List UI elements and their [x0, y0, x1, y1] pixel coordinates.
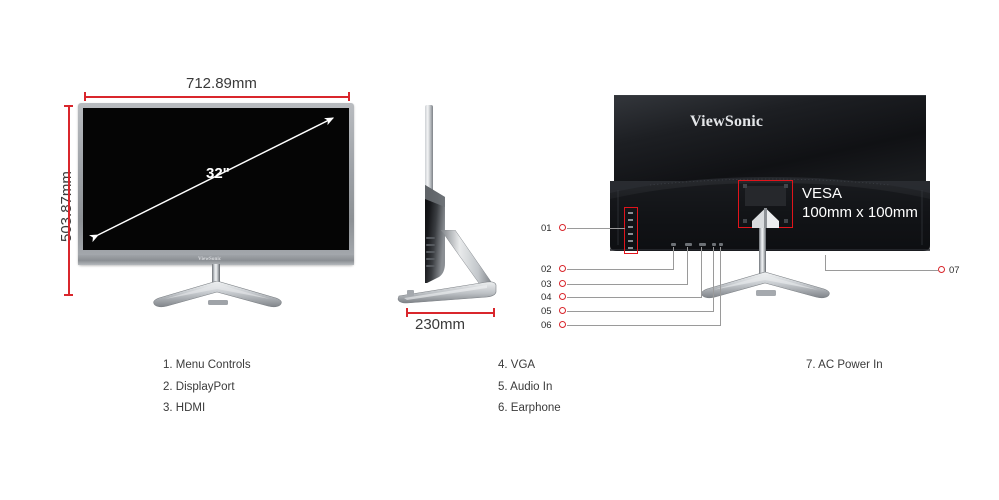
monitor-front-bezel: ViewSonic 32" — [78, 103, 354, 265]
port-hdmi — [685, 243, 692, 246]
dimension-cap-bottom — [64, 294, 73, 296]
menu-controls-highlight-box — [624, 207, 638, 254]
rear-stand-neck — [759, 228, 766, 283]
callout-leader-06-riser — [720, 247, 721, 325]
rear-brand-logo: ViewSonic — [690, 113, 764, 130]
callout-leader-03 — [567, 283, 688, 285]
callout-leader-05-riser — [713, 247, 714, 311]
depth-cap-left — [406, 308, 408, 317]
side-rear-bulge — [425, 185, 445, 283]
menu-button-mark — [628, 240, 633, 242]
callout-number-06: 06 — [541, 320, 552, 331]
depth-dimension-line — [406, 308, 495, 317]
callout-marker-05[interactable] — [559, 307, 566, 314]
port-earphone — [719, 243, 723, 246]
callout-marker-01[interactable] — [559, 224, 566, 231]
callout-number-03: 03 — [541, 279, 552, 290]
legend-item: 7. AC Power In — [806, 359, 883, 371]
callout-leader-04-riser — [701, 247, 702, 297]
menu-button-mark — [628, 212, 633, 214]
menu-button-mark — [628, 233, 633, 235]
callout-number-01: 01 — [541, 223, 552, 234]
front-stand-base — [153, 281, 282, 308]
callout-leader-03-riser — [687, 247, 688, 284]
callout-leader-01 — [567, 227, 625, 229]
dimension-cap-right — [348, 92, 350, 101]
callout-marker-07[interactable] — [938, 266, 945, 273]
legend-item: 2. DisplayPort — [163, 380, 235, 393]
callout-leader-07-riser — [825, 255, 826, 270]
menu-button-mark — [628, 219, 633, 221]
callout-number-07: 07 — [949, 265, 960, 276]
port-audio-in — [712, 243, 716, 246]
width-dimension-line — [84, 92, 350, 101]
callout-leader-05 — [567, 310, 714, 312]
menu-button-mark — [628, 226, 633, 228]
callout-marker-04[interactable] — [559, 293, 566, 300]
rear-view-group: ViewSonic VESA 100mm x 100mm — [530, 0, 999, 345]
vesa-mount-plate — [743, 184, 788, 228]
callout-group: 01 02 03 04 05 06 07 — [541, 223, 960, 331]
legend-item: 1. Menu Controls — [163, 359, 251, 371]
depth-cap-right — [493, 308, 495, 317]
callout-leader-04 — [567, 296, 702, 298]
chin-brand-logo: ViewSonic — [198, 257, 222, 262]
dimension-cap-top — [64, 105, 73, 107]
callout-leader-02-riser — [673, 247, 674, 269]
width-dimension-label: 712.89mm — [186, 75, 257, 92]
callout-number-05: 05 — [541, 306, 552, 317]
legend-item: 4. VGA — [498, 359, 536, 371]
port-displayport — [671, 243, 676, 246]
callout-number-04: 04 — [541, 292, 552, 303]
legend-item: 5. Audio In — [498, 380, 553, 393]
legend-column-2: 4. VGA 5. Audio In 6. Earphone — [498, 355, 561, 420]
dimension-cap-left — [84, 92, 86, 101]
side-view-group: 230mm — [385, 0, 530, 340]
side-stand-arm-base — [397, 230, 497, 304]
height-dimension-line — [64, 105, 73, 296]
vesa-title: VESA — [802, 185, 843, 202]
legend-item: 6. Earphone — [498, 402, 561, 414]
callout-leader-07 — [825, 269, 938, 271]
depth-dimension-label: 230mm — [415, 316, 466, 333]
legend-item: 3. HDMI — [163, 402, 206, 414]
screen-size-label: 32" — [206, 165, 230, 182]
legend-column-3: 7. AC Power In — [806, 355, 883, 377]
menu-control-buttons — [624, 207, 638, 254]
callout-marker-06[interactable] — [559, 321, 566, 328]
callout-number-02: 02 — [541, 264, 552, 275]
monitor-chin: ViewSonic — [78, 255, 354, 265]
diagonal-measure-arrow — [89, 117, 335, 243]
callout-marker-03[interactable] — [559, 280, 566, 287]
callout-leader-06 — [567, 324, 721, 326]
port-vga — [699, 243, 706, 246]
vesa-spec: 100mm x 100mm — [802, 204, 918, 221]
side-panel-profile — [425, 105, 433, 190]
front-stand-neck — [212, 264, 220, 287]
front-view-group: 712.89mm 503.87mm ViewSonic — [0, 0, 380, 340]
callout-leader-02 — [567, 268, 674, 270]
legend-column-1: 1. Menu Controls 2. DisplayPort 3. HDMI — [163, 355, 251, 420]
callout-marker-02[interactable] — [559, 265, 566, 272]
vesa-spec-text: VESA 100mm x 100mm — [802, 184, 918, 222]
menu-button-mark — [628, 247, 633, 249]
